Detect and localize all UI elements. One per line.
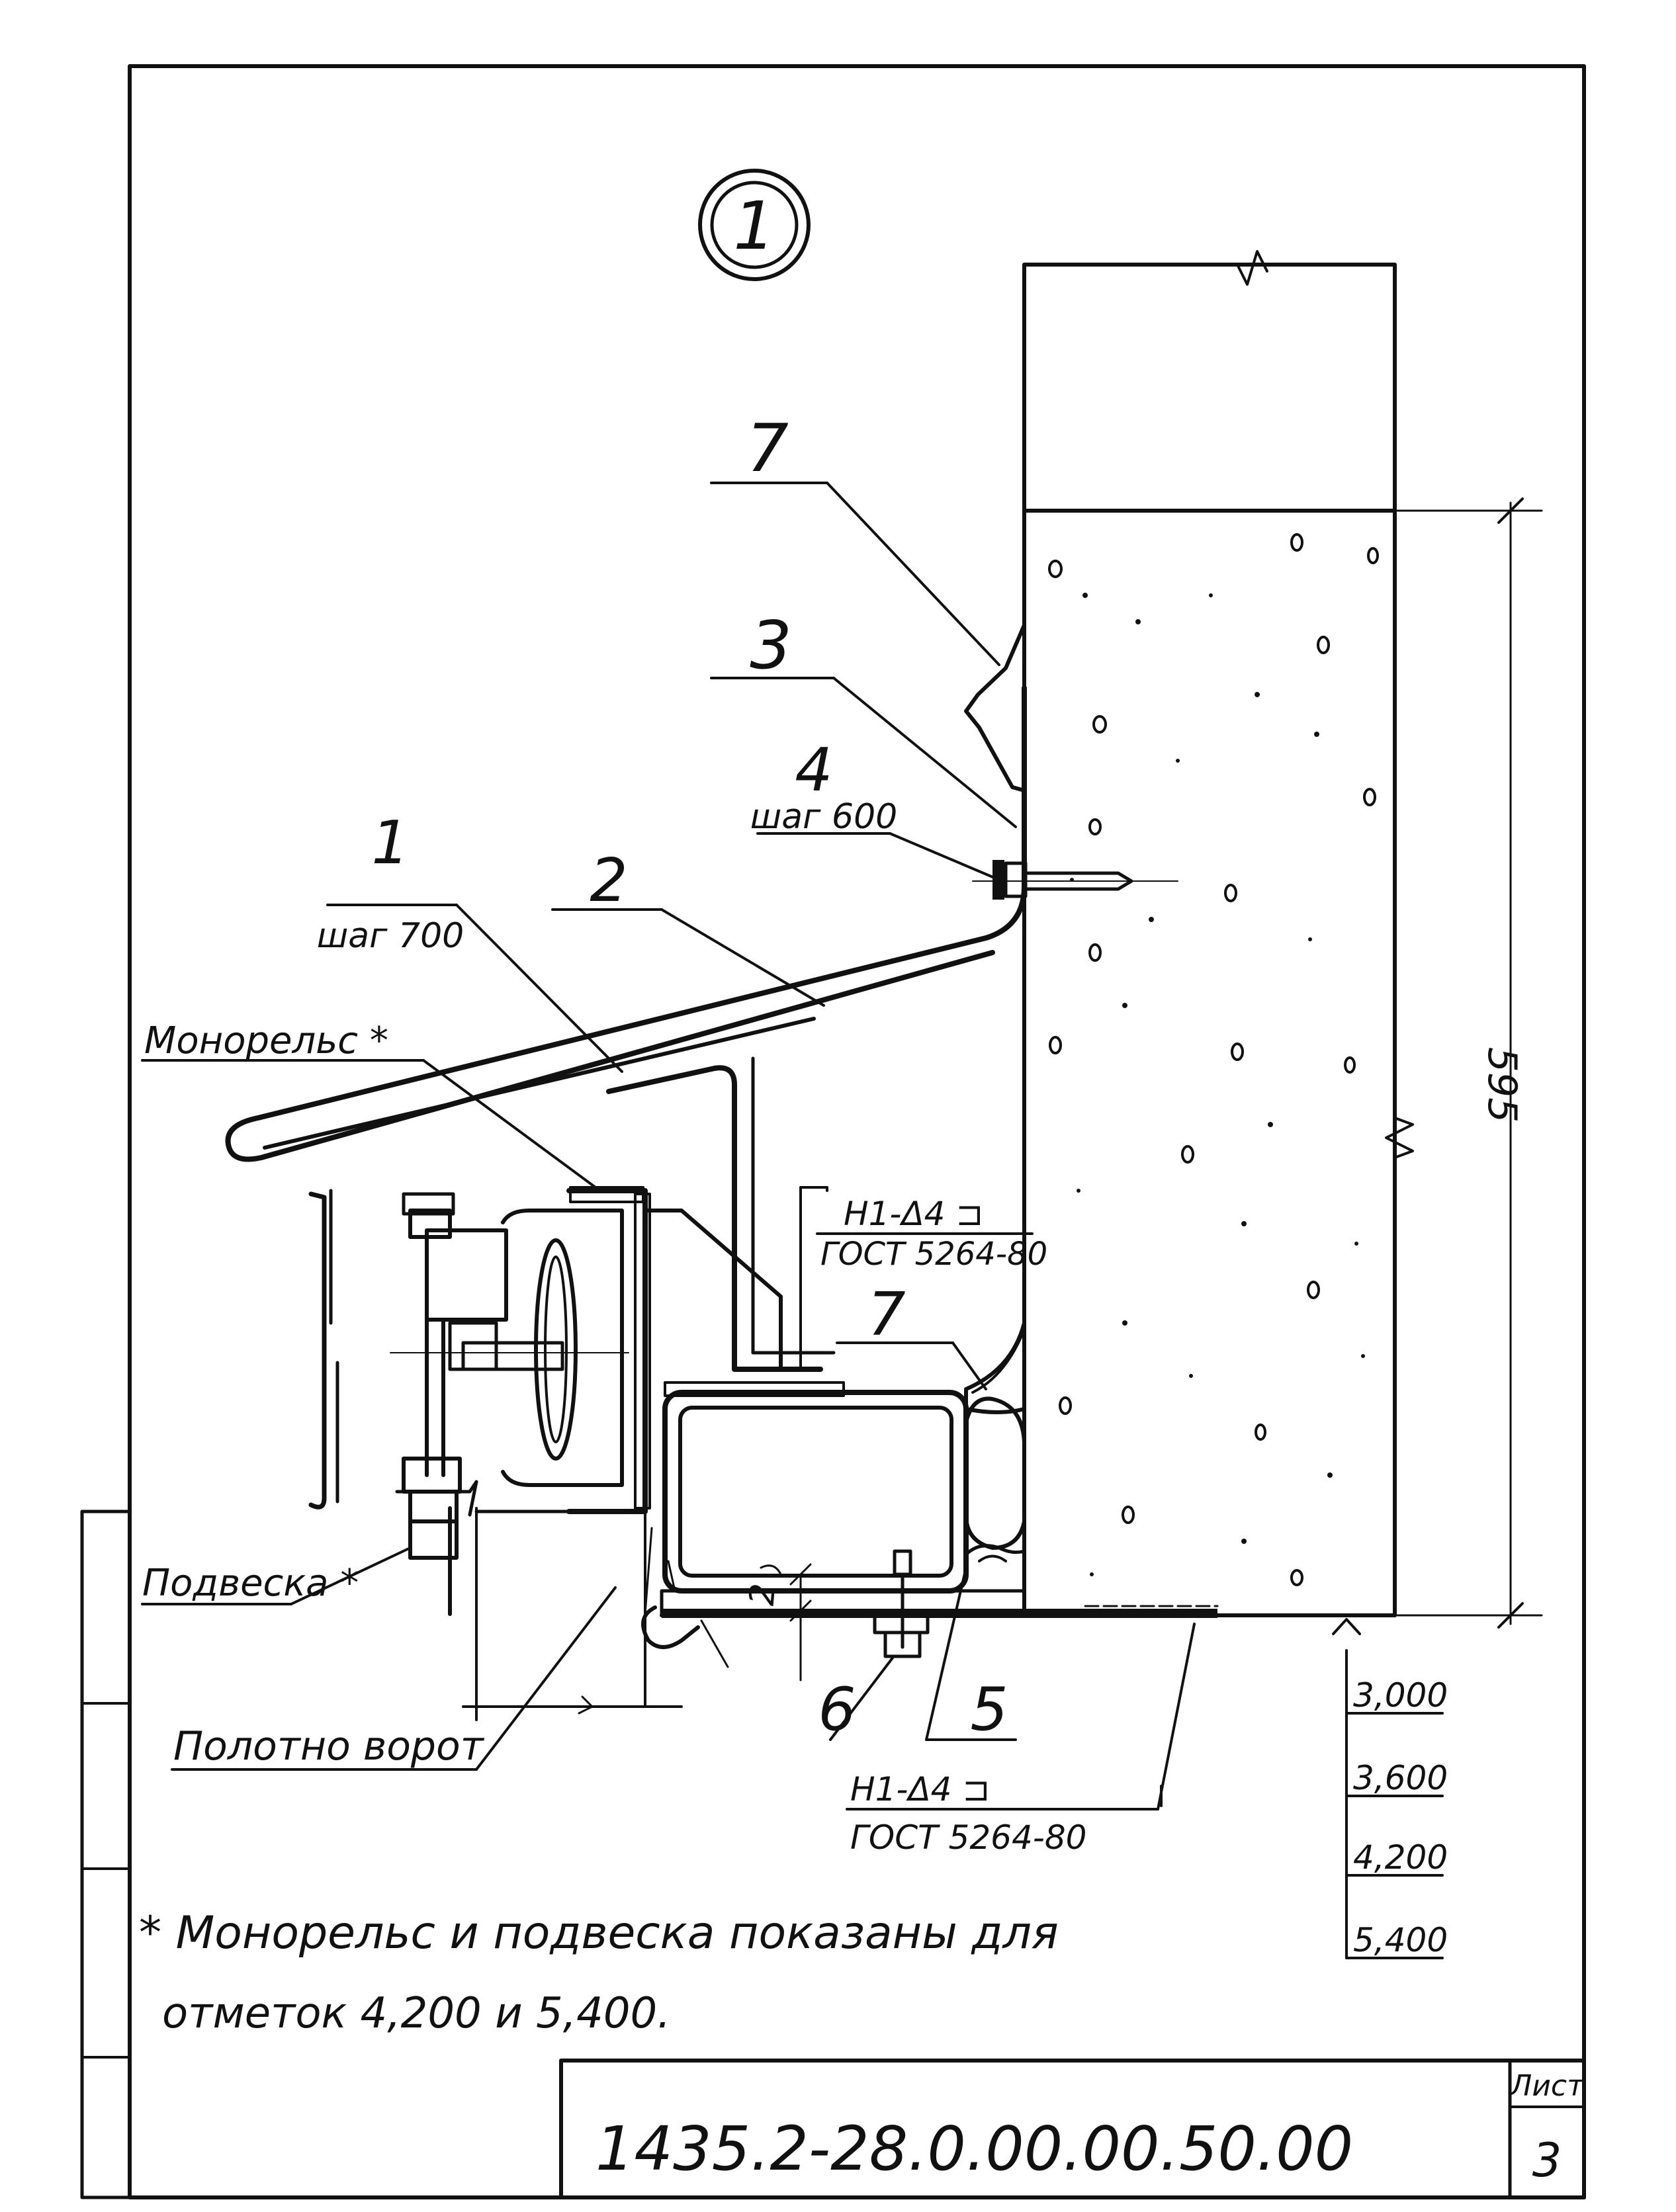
dimension-595: 595 [1393, 497, 1543, 1629]
tube-section [662, 1381, 969, 1594]
callout-1-step: шаг 700 [317, 916, 464, 956]
title-block: 1435.2-28.0.00.00.50.00 Лист 3 [559, 2059, 1586, 2199]
footnote-line-2: отметок 4,200 и 5,400. [162, 1989, 671, 2038]
suspension-hanger [395, 1457, 647, 1721]
elevation-3000: 3,000 [1353, 1676, 1448, 1715]
sealant-top [964, 623, 1026, 792]
elevation-3600: 3,600 [1353, 1759, 1448, 1797]
callout-4: 4 [795, 736, 832, 805]
label-gate-leaf: Полотно ворот [173, 1723, 485, 1769]
elevation-4200: 4,200 [1353, 1838, 1448, 1877]
anchor-bolt [873, 1549, 930, 1658]
callout-7-top: 7 [746, 409, 789, 487]
elevation-5400: 5,400 [1353, 1921, 1448, 1959]
gap-dimension: 2 [742, 1563, 812, 1681]
sealant-mid [964, 1321, 1026, 1414]
drawing-code: 1435.2-28.0.00.00.50.00 [595, 2113, 1353, 2184]
dimension-height-text: 595 [1479, 1047, 1525, 1123]
callout-labels: 7 3 4 шаг 600 1 шаг 700 2 Монорельс * Н1… [142, 409, 1086, 1857]
brick-wall [1022, 250, 1397, 513]
base-plate [641, 1605, 1397, 1668]
callout-5: 5 [970, 1675, 1008, 1744]
callout-4-step: шаг 600 [750, 797, 898, 837]
gost-top: ГОСТ 5264-80 [820, 1236, 1047, 1273]
leader-lines [141, 482, 1196, 1810]
gost-bottom: ГОСТ 5264-80 [850, 1818, 1086, 1857]
dimension-gap-text: 2 [742, 1582, 784, 1607]
trolley [390, 1192, 629, 1487]
callout-2: 2 [590, 846, 627, 915]
weld-symbol-top: Н1-Δ4 ⊐ [844, 1195, 983, 1233]
callout-6: 6 [818, 1675, 856, 1744]
monorail-channel [566, 1186, 783, 1514]
label-monorail: Монорельс * [144, 1019, 388, 1062]
gate-edge-strip [308, 1189, 339, 1510]
callout-7-mid: 7 [867, 1280, 905, 1349]
concrete-wall [1022, 509, 1414, 1617]
detail-number: 1 [733, 187, 775, 265]
sheet-label: Лист [1509, 2069, 1585, 2103]
label-suspension: Подвеска * [142, 1562, 359, 1605]
detail-marker: 1 [698, 169, 811, 281]
callout-3: 3 [750, 607, 792, 684]
elevation-marks: 3,000 3,600 4,200 5,400 [1332, 1618, 1448, 1959]
sheet-number: 3 [1532, 2133, 1562, 2188]
footnote: * Монорельс и подвеска показаны для отме… [139, 1907, 1059, 2038]
sheet-frame [80, 64, 1586, 2199]
wood-insert [660, 1560, 1026, 1616]
flashing-apron [225, 685, 1027, 1162]
weld-symbol-bottom: Н1-Δ4 ⊐ [850, 1770, 990, 1808]
footnote-line-1: * Монорельс и подвеска показаны для [139, 1907, 1059, 1959]
bracket [606, 1056, 836, 1372]
callout-1: 1 [371, 808, 409, 878]
dowel-fastener [972, 860, 1178, 900]
seal-gasket [964, 1396, 1026, 1562]
